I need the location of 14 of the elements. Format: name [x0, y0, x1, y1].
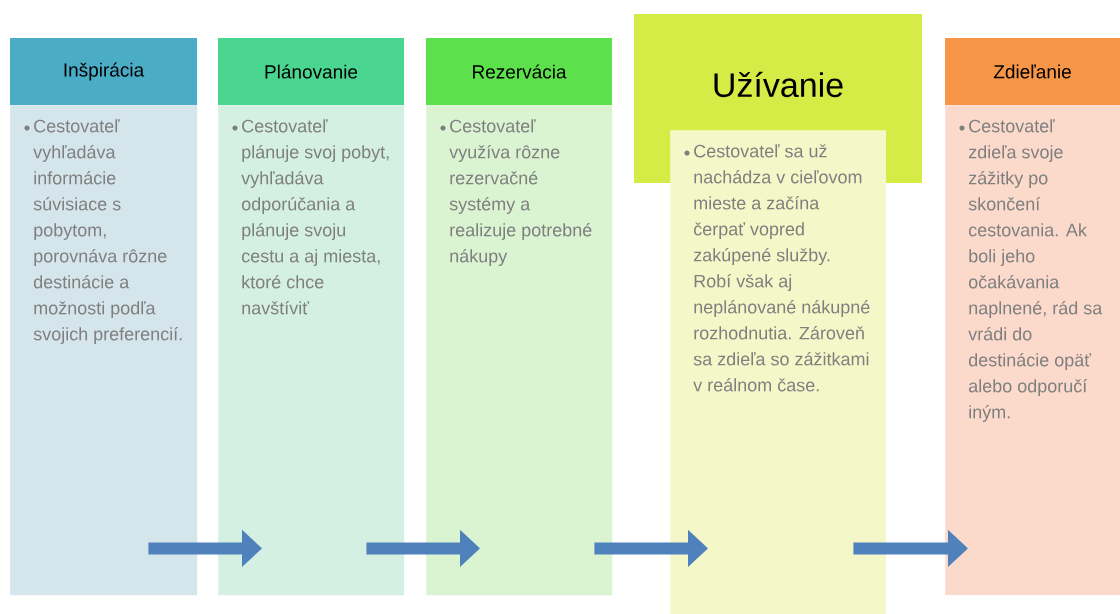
- description-box: Cestovateľ využíva rôzne rezervačné systémy a realizuje potrebné nákupy: [426, 105, 613, 596]
- header-box: [945, 38, 1120, 105]
- description-box: Cestovateľ sa už nachádza v cieľovom mieste a začína čerpať vopred zakúpené služby. Robí však aj neplánované nákupné rozhodnutia. Zároveň sa zdieľa so zážitkami v reálnom čase.: [670, 130, 887, 614]
- description-box: Cestovateľ vyhľadáva informácie súvisiace s pobytom, porovnáva rôzne destinácie a možnosti podľa svojich preferencií.: [10, 105, 198, 596]
- header-box: [218, 38, 404, 105]
- header-text: Rezervácia: [473, 64, 567, 79]
- header-text: Užívanie: [714, 71, 843, 98]
- header-text: Plánovanie: [265, 64, 358, 79]
- header-text: Zdieľanie: [993, 64, 1071, 79]
- header-text: Inšpirácia: [64, 62, 145, 81]
- description-box: Cestovateľ zdieľa svoje zážitky po skončení cestovania. Ak boli jeho očakávania naplnené, rád sa vrádi do destinácie opäť alebo odporučí iným.: [945, 105, 1120, 596]
- header-box: [10, 38, 197, 105]
- header-box: [426, 38, 612, 105]
- description-box: Cestovateľ plánuje svoj pobyt, vyhľadáva odporúčania a plánuje svoju cestu a aj miesta, ktoré chce navštíviť: [218, 105, 405, 596]
